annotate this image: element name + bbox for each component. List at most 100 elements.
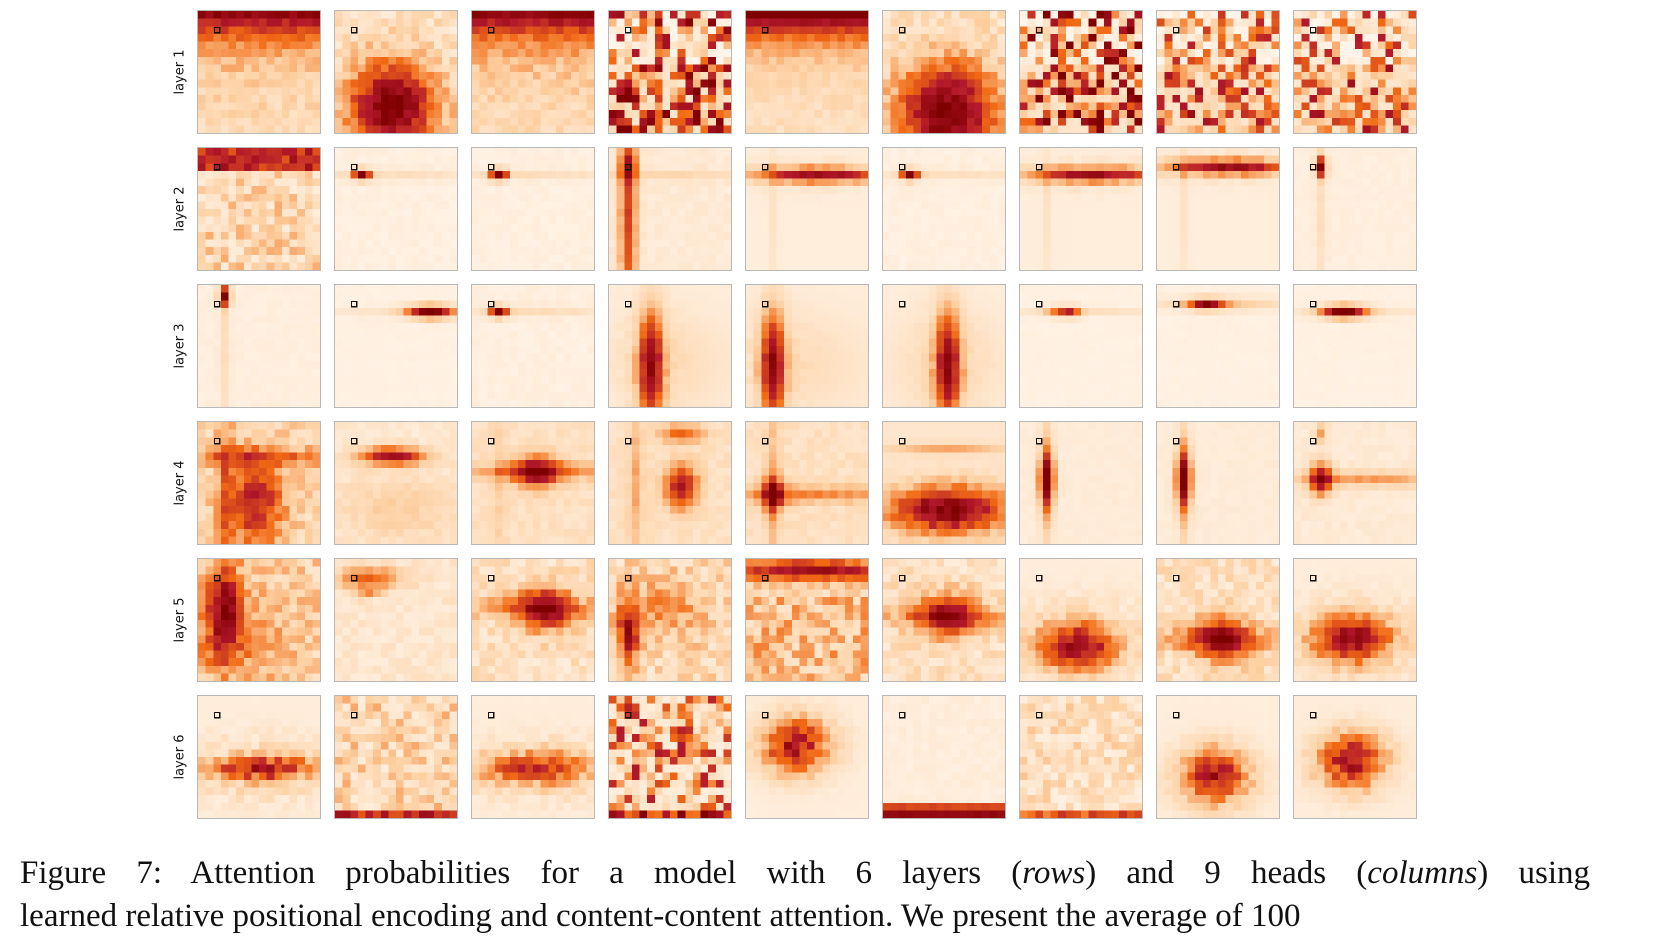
heatmap-layer6-head7 xyxy=(1019,695,1143,819)
query-pixel-marker xyxy=(898,711,906,719)
heatmap-layer1-head2 xyxy=(334,10,458,134)
caption-label: Figure 7: xyxy=(20,855,163,891)
heatmap-layer2-head2 xyxy=(334,147,458,271)
query-pixel-marker xyxy=(1172,574,1180,582)
heatmap-layer3-head1 xyxy=(197,284,321,408)
heatmap-layer5-head1 xyxy=(197,558,321,682)
row-label-5: layer 5 xyxy=(172,597,188,643)
query-pixel-marker xyxy=(761,163,769,171)
heatmap-layer1-head5 xyxy=(745,10,869,134)
query-pixel-marker xyxy=(1035,711,1043,719)
query-pixel-marker xyxy=(213,163,221,171)
row-label-1: layer 1 xyxy=(172,49,188,95)
heatmap-layer5-head9 xyxy=(1293,558,1417,682)
query-pixel-marker xyxy=(624,437,632,445)
query-pixel-marker xyxy=(1309,163,1317,171)
query-pixel-marker xyxy=(624,574,632,582)
heatmap-layer5-head5 xyxy=(745,558,869,682)
heatmap-layer3-head7 xyxy=(1019,284,1143,408)
query-pixel-marker xyxy=(1309,437,1317,445)
heatmap-layer5-head6 xyxy=(882,558,1006,682)
query-pixel-marker xyxy=(624,300,632,308)
heatmap-layer1-head4 xyxy=(608,10,732,134)
heatmap-layer2-head9 xyxy=(1293,147,1417,271)
heatmap-layer4-head9 xyxy=(1293,421,1417,545)
query-pixel-marker xyxy=(1309,711,1317,719)
heatmap-layer2-head8 xyxy=(1156,147,1280,271)
heatmap-layer3-head9 xyxy=(1293,284,1417,408)
heatmap-layer2-head7 xyxy=(1019,147,1143,271)
heatmap-layer3-head3 xyxy=(471,284,595,408)
query-pixel-marker xyxy=(1035,574,1043,582)
query-pixel-marker xyxy=(1035,163,1043,171)
query-pixel-marker xyxy=(350,711,358,719)
query-pixel-marker xyxy=(761,437,769,445)
heatmap-layer1-head3 xyxy=(471,10,595,134)
query-pixel-marker xyxy=(350,163,358,171)
query-pixel-marker xyxy=(624,711,632,719)
query-pixel-marker xyxy=(1172,300,1180,308)
heatmap-layer5-head8 xyxy=(1156,558,1280,682)
query-pixel-marker xyxy=(624,163,632,171)
query-pixel-marker xyxy=(1035,300,1043,308)
query-pixel-marker xyxy=(350,26,358,34)
row-label-2: layer 2 xyxy=(172,186,188,232)
query-pixel-marker xyxy=(487,574,495,582)
query-pixel-marker xyxy=(1309,574,1317,582)
heatmap-layer6-head6 xyxy=(882,695,1006,819)
heatmap-layer4-head7 xyxy=(1019,421,1143,545)
heatmap-layer6-head3 xyxy=(471,695,595,819)
heatmap-layer2-head6 xyxy=(882,147,1006,271)
caption-line-1: Figure 7: Attention probabilities for a … xyxy=(20,855,1590,891)
heatmap-layer4-head1 xyxy=(197,421,321,545)
query-pixel-marker xyxy=(1172,437,1180,445)
query-pixel-marker xyxy=(898,574,906,582)
heatmap-layer5-head3 xyxy=(471,558,595,682)
heatmap-layer5-head4 xyxy=(608,558,732,682)
heatmap-layer4-head8 xyxy=(1156,421,1280,545)
query-pixel-marker xyxy=(1172,26,1180,34)
query-pixel-marker xyxy=(487,26,495,34)
query-pixel-marker xyxy=(487,300,495,308)
query-pixel-marker xyxy=(898,163,906,171)
heatmap-layer2-head1 xyxy=(197,147,321,271)
query-pixel-marker xyxy=(761,26,769,34)
query-pixel-marker xyxy=(898,300,906,308)
query-pixel-marker xyxy=(350,574,358,582)
heatmap-layer2-head3 xyxy=(471,147,595,271)
heatmap-layer1-head6 xyxy=(882,10,1006,134)
query-pixel-marker xyxy=(487,437,495,445)
query-pixel-marker xyxy=(1035,26,1043,34)
heatmap-layer6-head2 xyxy=(334,695,458,819)
caption-line-2: learned relative positional encoding and… xyxy=(20,898,1301,934)
heatmap-layer6-head8 xyxy=(1156,695,1280,819)
row-label-3: layer 3 xyxy=(172,323,188,369)
query-pixel-marker xyxy=(1172,711,1180,719)
heatmap-layer3-head8 xyxy=(1156,284,1280,408)
heatmap-layer4-head3 xyxy=(471,421,595,545)
heatmap-layer6-head4 xyxy=(608,695,732,819)
figure-caption: Figure 7: Attention probabilities for a … xyxy=(20,852,1590,938)
heatmap-layer4-head6 xyxy=(882,421,1006,545)
heatmap-layer4-head2 xyxy=(334,421,458,545)
heatmap-layer6-head9 xyxy=(1293,695,1417,819)
query-pixel-marker xyxy=(761,711,769,719)
heatmap-layer5-head7 xyxy=(1019,558,1143,682)
query-pixel-marker xyxy=(213,574,221,582)
query-pixel-marker xyxy=(898,26,906,34)
heatmap-layer1-head8 xyxy=(1156,10,1280,134)
query-pixel-marker xyxy=(487,711,495,719)
row-label-4: layer 4 xyxy=(172,460,188,506)
query-pixel-marker xyxy=(898,437,906,445)
heatmap-layer3-head5 xyxy=(745,284,869,408)
query-pixel-marker xyxy=(761,574,769,582)
query-pixel-marker xyxy=(1035,437,1043,445)
query-pixel-marker xyxy=(213,437,221,445)
heatmap-layer1-head9 xyxy=(1293,10,1417,134)
query-pixel-marker xyxy=(1309,26,1317,34)
query-pixel-marker xyxy=(487,163,495,171)
heatmap-layer3-head6 xyxy=(882,284,1006,408)
query-pixel-marker xyxy=(624,26,632,34)
heatmap-layer1-head1 xyxy=(197,10,321,134)
